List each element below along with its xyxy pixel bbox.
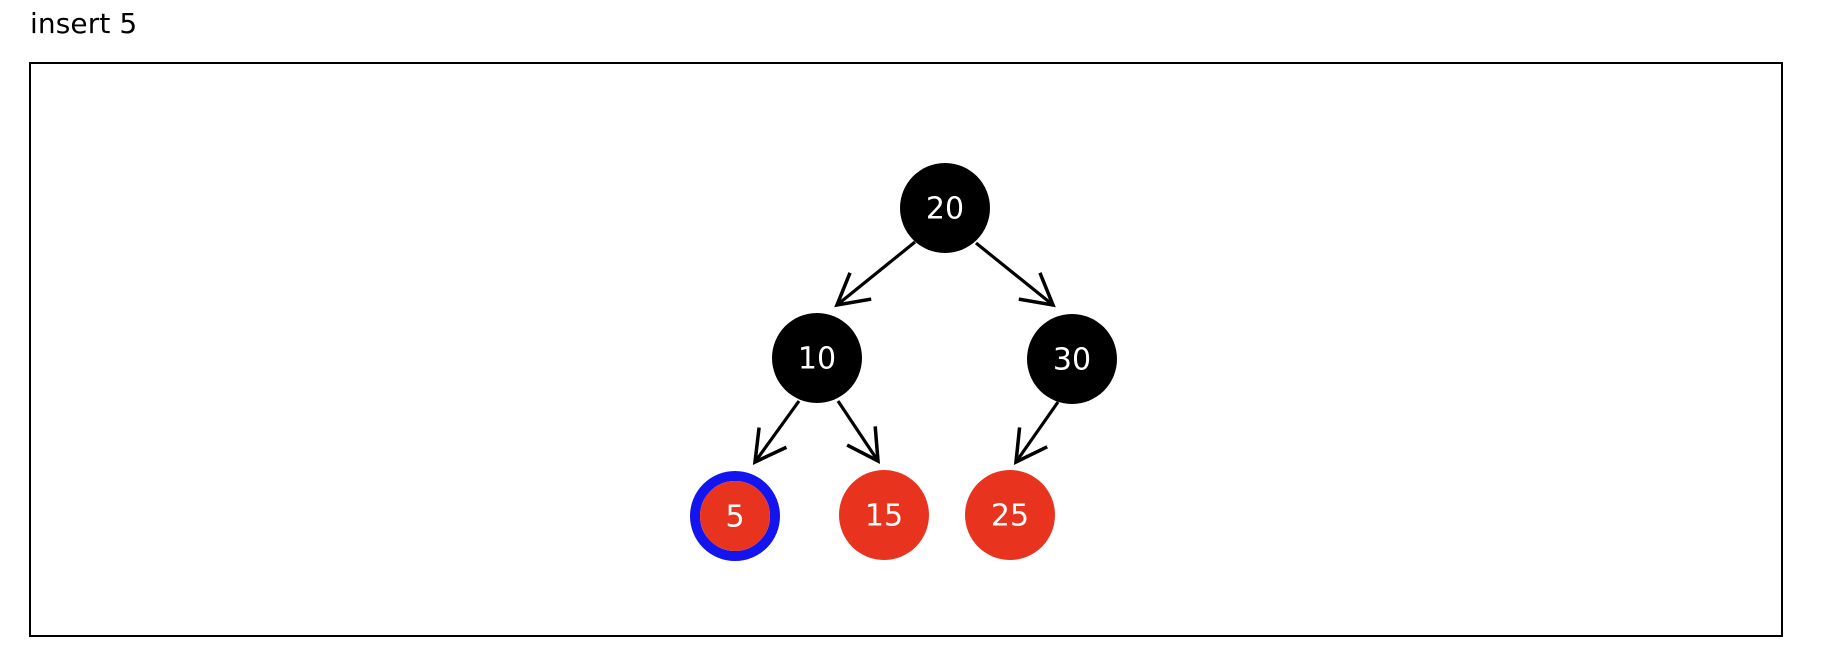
- tree-diagram: 20 10 30 5 15 25: [690, 163, 1117, 561]
- node-layer: 20 10 30 5 15 25: [690, 163, 1117, 561]
- tree-node[interactable]: 5: [690, 471, 780, 561]
- node-circle: [1027, 314, 1117, 404]
- node-circle: [900, 163, 990, 253]
- tree-edge: [1013, 401, 1060, 465]
- node-highlight-ring: [690, 471, 780, 561]
- node-circle: [965, 470, 1055, 560]
- node-circle: [772, 313, 862, 403]
- tree-edge: [752, 400, 801, 465]
- page-title: insert 5: [30, 7, 138, 40]
- tree-edge: [974, 241, 1056, 308]
- tree-edge: [836, 400, 881, 465]
- tree-edge: [834, 240, 917, 308]
- node-circle: [839, 470, 929, 560]
- tree-node[interactable]: 10: [772, 313, 862, 403]
- tree-node[interactable]: 30: [1027, 314, 1117, 404]
- tree-canvas: 20 10 30 5 15 25: [29, 62, 1783, 637]
- tree-node[interactable]: 25: [965, 470, 1055, 560]
- tree-node[interactable]: 20: [900, 163, 990, 253]
- tree-node[interactable]: 15: [839, 470, 929, 560]
- node-circle: [700, 481, 770, 551]
- edge-layer: [752, 240, 1060, 465]
